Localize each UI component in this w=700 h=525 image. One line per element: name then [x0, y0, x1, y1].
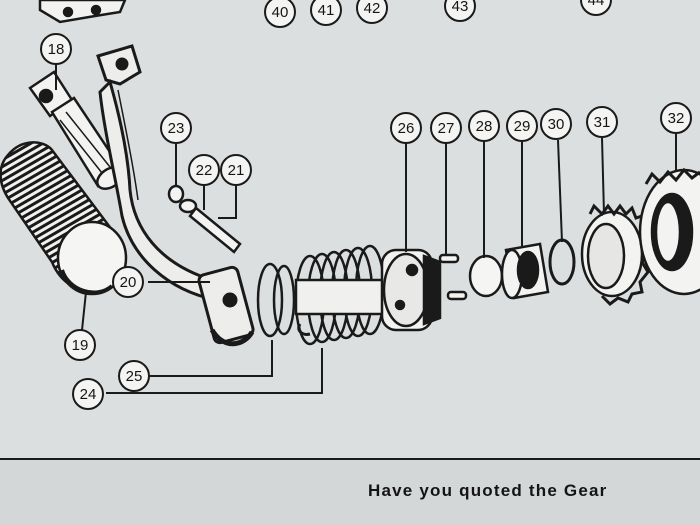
footer-band [0, 460, 700, 525]
callout-31: 31 [586, 106, 618, 138]
callout-44: 44 [580, 0, 612, 16]
callout-19-label: 19 [72, 337, 89, 354]
callout-22-label: 22 [196, 162, 213, 179]
callout-30: 30 [540, 108, 572, 140]
callout-25-label: 25 [126, 368, 143, 385]
callout-20-label: 20 [120, 274, 137, 291]
part-25-washer [256, 262, 296, 338]
part-32-large-gear [638, 167, 700, 296]
part-29-bush [500, 242, 550, 300]
part-31-gear [580, 203, 653, 306]
footer-text: Have you quoted the Gear [368, 481, 607, 500]
callout-32: 32 [660, 102, 692, 134]
part-19-rubber-grip [0, 141, 128, 296]
callout-27-label: 27 [438, 120, 455, 137]
callout-21: 21 [220, 154, 252, 186]
callout-29-label: 29 [514, 118, 531, 135]
callout-41-label: 41 [318, 2, 335, 19]
part-21-bolt [188, 206, 242, 254]
top-left-partial-part [38, 0, 127, 24]
callouts: 18 19 20 21 22 23 24 25 26 27 28 29 30 3… [40, 0, 692, 410]
callout-30-label: 30 [548, 116, 565, 133]
part-26-ratchet [380, 248, 442, 332]
callout-23-label: 23 [168, 120, 185, 137]
callout-28: 28 [468, 110, 500, 142]
part-20-kickstart-lever [96, 44, 255, 347]
callout-41: 41 [310, 0, 342, 26]
callout-25: 25 [118, 360, 150, 392]
callout-44-label: 44 [588, 0, 605, 9]
callout-40: 40 [264, 0, 296, 28]
callout-40-label: 40 [272, 4, 289, 21]
callout-26: 26 [390, 112, 422, 144]
callout-32-label: 32 [668, 110, 685, 127]
callout-43-label: 43 [452, 0, 469, 15]
callout-24-label: 24 [80, 386, 97, 403]
callout-29: 29 [506, 110, 538, 142]
callout-20: 20 [112, 266, 144, 298]
callout-26-label: 26 [398, 120, 415, 137]
callout-43: 43 [444, 0, 476, 22]
callout-28-label: 28 [476, 118, 493, 135]
callout-19: 19 [64, 329, 96, 361]
part-22-nut [178, 198, 198, 214]
callout-23: 23 [160, 112, 192, 144]
callout-42: 42 [356, 0, 388, 24]
callout-27: 27 [430, 112, 462, 144]
callout-31-label: 31 [594, 114, 611, 131]
part-28-thrust-washer [468, 254, 504, 298]
part-27-pins [438, 253, 468, 301]
callout-21-label: 21 [228, 162, 245, 179]
leader-lines [55, 64, 677, 394]
part-23-washer [167, 184, 185, 204]
callout-18: 18 [40, 33, 72, 65]
callout-42-label: 42 [364, 0, 381, 17]
callout-18-label: 18 [48, 41, 65, 58]
callout-22: 22 [188, 154, 220, 186]
callout-24: 24 [72, 378, 104, 410]
